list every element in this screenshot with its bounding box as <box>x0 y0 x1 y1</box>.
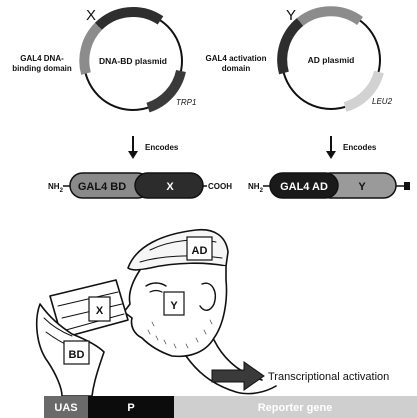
ad-plasmid-name: AD plasmid <box>308 55 355 65</box>
encodes-label-left: Encodes <box>145 143 179 152</box>
ad-domain-segment <box>277 18 304 75</box>
hat-ad-tag: AD <box>186 236 213 261</box>
bd-c-terminus: COOH <box>208 182 232 191</box>
transcription-label: Transcriptional activation <box>268 371 389 383</box>
cap-drawing <box>127 228 229 271</box>
trp1-marker-segment <box>146 69 186 113</box>
ad-domain-label-line2: domain <box>222 64 251 73</box>
bd-n-subscript: 2 <box>60 188 64 194</box>
ad-insert-segment <box>296 6 363 27</box>
promoter-block <box>88 396 174 418</box>
ad-n-terminus: NH <box>248 182 260 191</box>
transcription-arrow <box>211 361 265 391</box>
promoter-label: P <box>127 402 134 414</box>
hand-bd-tag: BD <box>63 340 90 365</box>
bd-n-terminus: NH <box>48 182 60 191</box>
cheek-y-tag: Y <box>163 291 185 316</box>
bd-fusion-protein: NH2 GAL4 BD X COOH <box>48 172 232 199</box>
reporter-gene-label: Reporter gene <box>258 402 333 414</box>
ad-plasmid: Y AD plasmid GAL4 activation domain LEU2 <box>206 6 393 112</box>
bd-fusion-x-label: X <box>166 181 174 193</box>
ad-fusion-y-label: Y <box>358 181 366 193</box>
leu2-marker-label: LEU2 <box>372 97 393 106</box>
gal4-bd-label: GAL4 BD <box>78 181 126 193</box>
encodes-arrow-right: Encodes <box>326 136 377 159</box>
trp1-marker-label: TRP1 <box>176 98 196 107</box>
gene-strip: UAS P Reporter gene <box>44 396 417 418</box>
dna-bd-domain-label-line2: binding domain <box>12 64 72 73</box>
encodes-label-right: Encodes <box>343 143 377 152</box>
dna-bd-domain-segment <box>79 22 103 75</box>
gal4-ad-label: GAL4 AD <box>280 181 328 193</box>
ad-domain-label-line1: GAL4 activation <box>206 54 267 63</box>
dna-bd-plasmid-name: DNA-BD plasmid <box>99 56 167 66</box>
uas-block <box>44 396 88 418</box>
leu2-marker-segment <box>343 70 384 112</box>
dna-bd-plasmid: X DNA-BD plasmid GAL4 DNA- binding domai… <box>12 7 196 113</box>
svg-text:NH2: NH2 <box>48 182 64 194</box>
gal4-ad-pill <box>269 172 339 199</box>
ad-insert-label: Y <box>286 7 296 24</box>
encodes-arrow-left: Encodes <box>128 136 179 159</box>
hat-ad-label: AD <box>192 245 208 257</box>
svg-text:NH2: NH2 <box>248 182 264 194</box>
ad-fusion-protein: NH2 GAL4 AD Y <box>248 172 410 199</box>
uas-label: UAS <box>54 402 77 414</box>
ad-n-subscript: 2 <box>260 188 264 194</box>
cup-x-tag: X <box>88 296 111 322</box>
dna-bd-insert-label: X <box>86 7 96 24</box>
reporter-gene-block <box>174 396 417 418</box>
hand-bd-label: BD <box>69 349 85 361</box>
transcriptional-activation: Transcriptional activation <box>211 361 389 391</box>
cup-x-label: X <box>96 305 104 317</box>
dna-bd-insert-segment <box>94 7 164 31</box>
ear-drawing <box>199 282 216 311</box>
dna-bd-domain-label-line1: GAL4 DNA- <box>20 54 64 63</box>
cheek-y-label: Y <box>170 300 178 312</box>
